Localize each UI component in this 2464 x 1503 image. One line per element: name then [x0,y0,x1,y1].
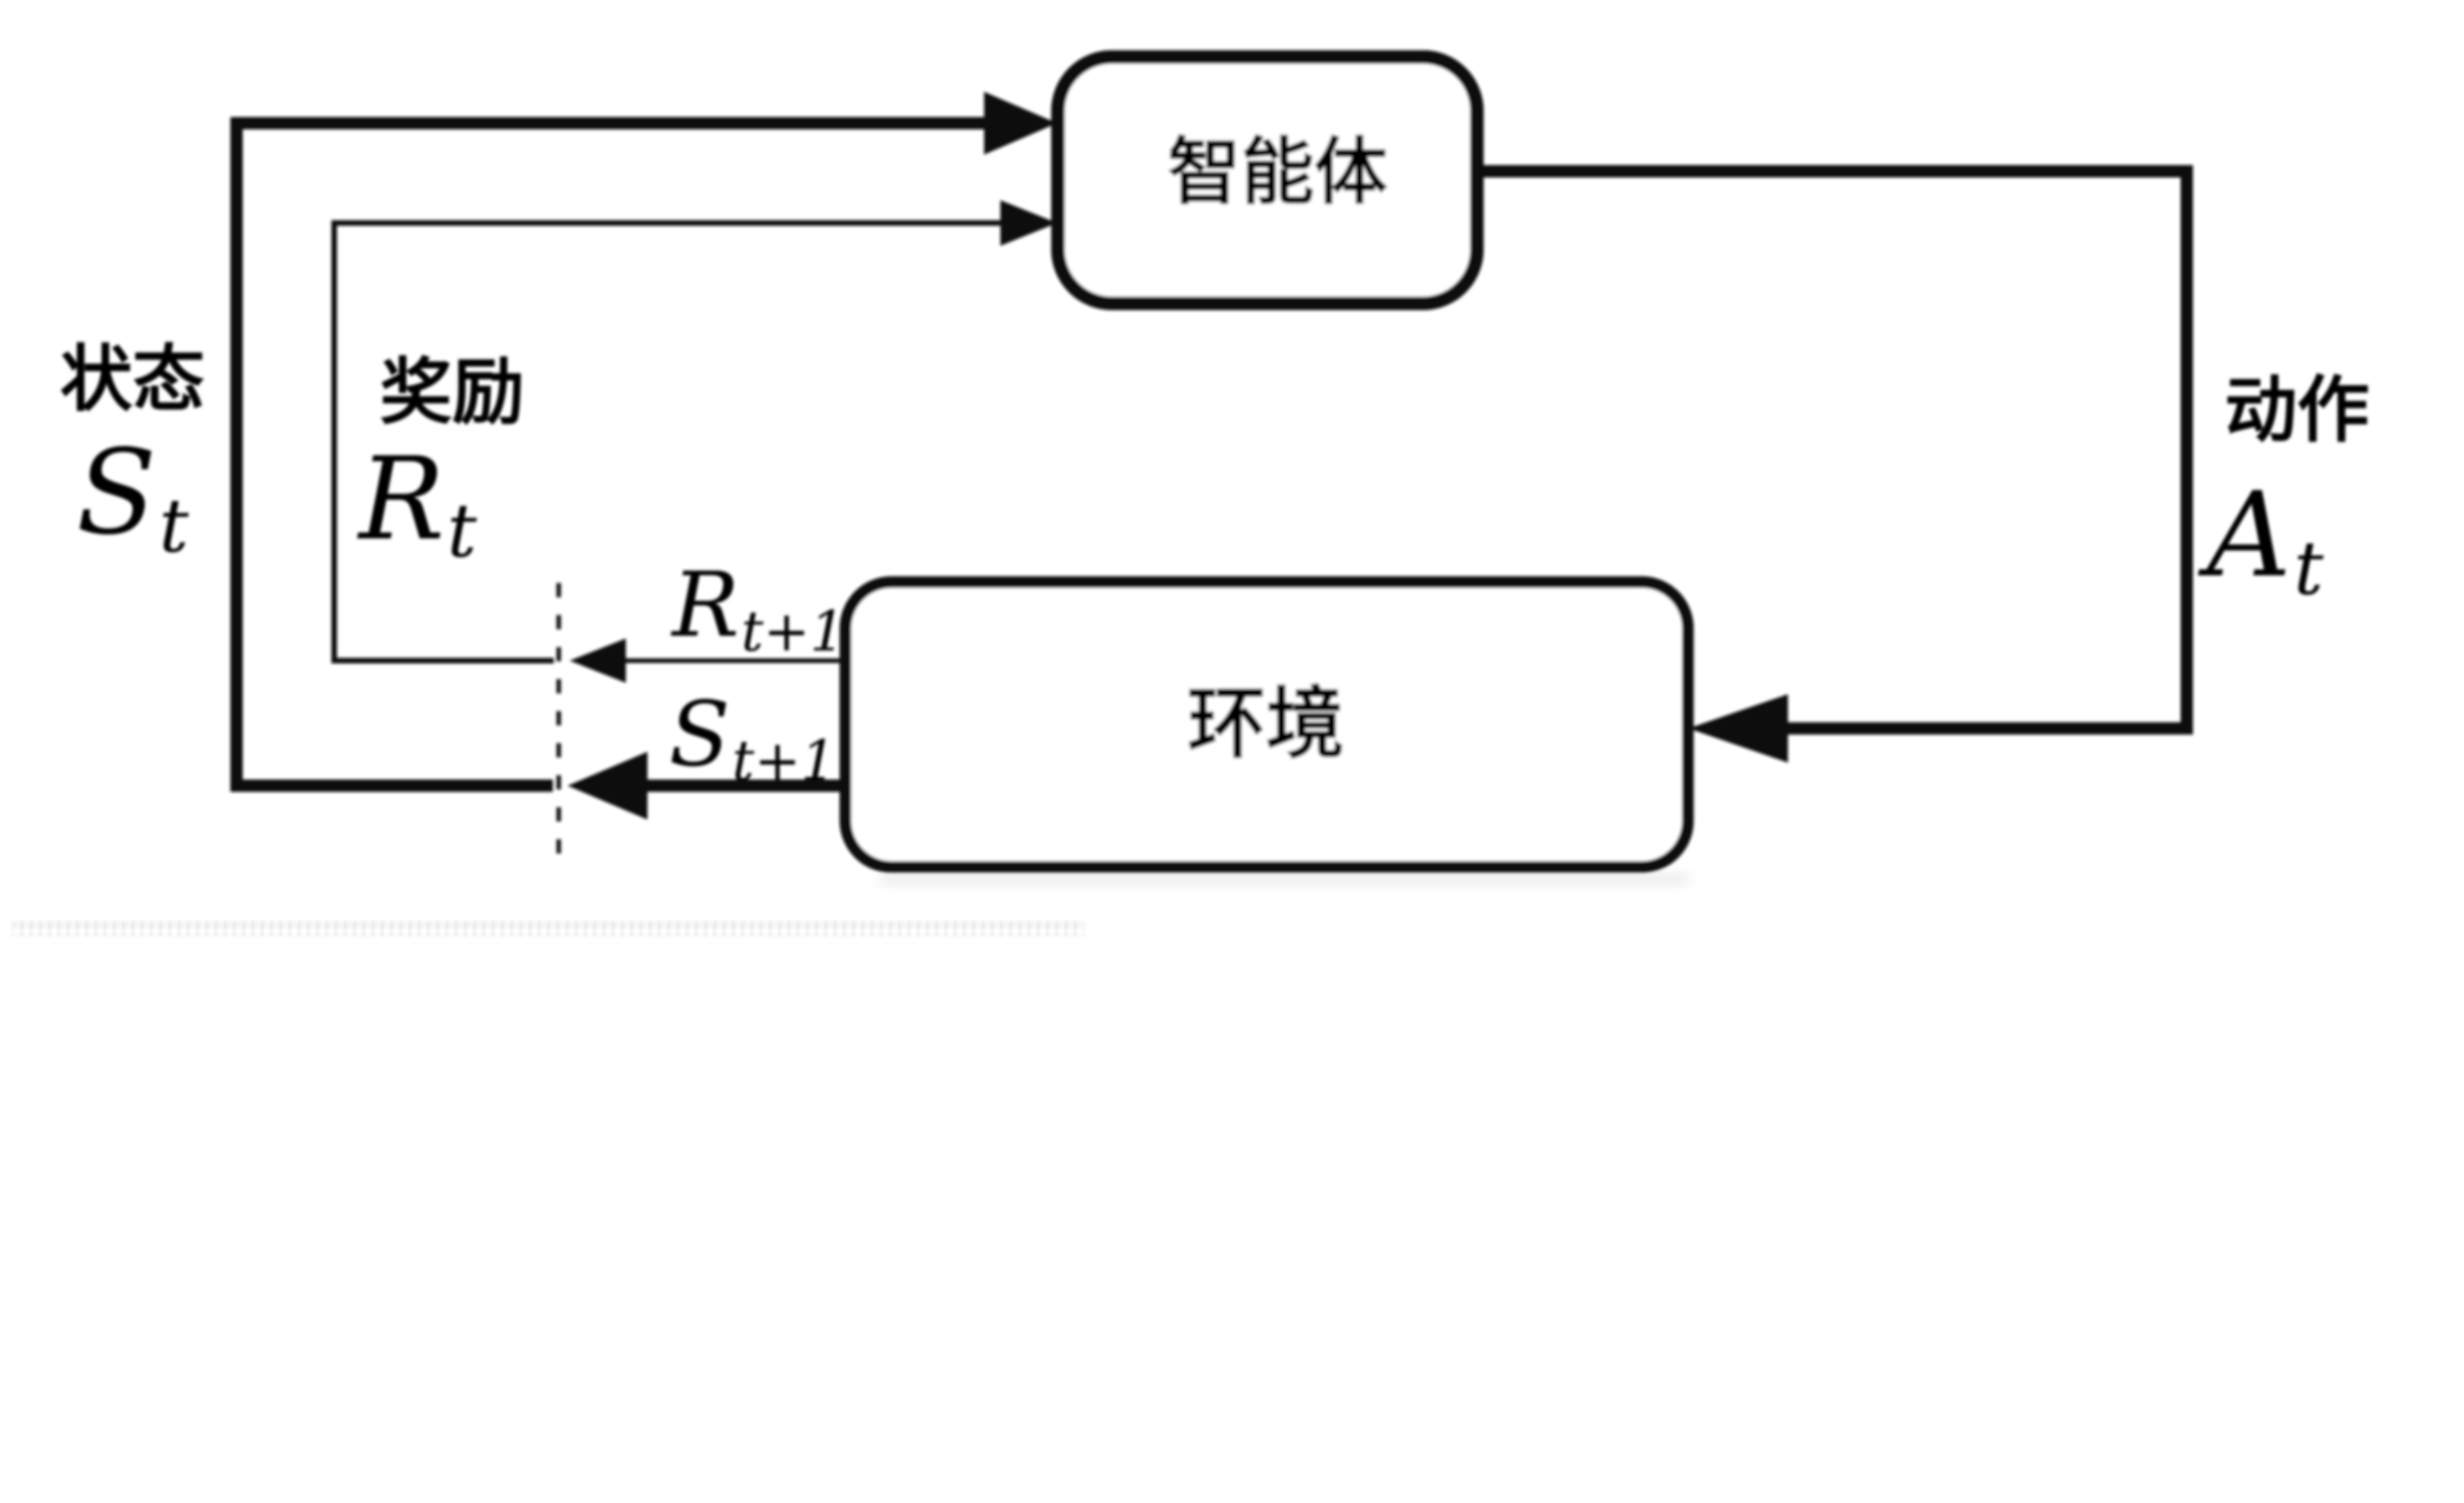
action-symbol-letter: A [2197,468,2292,604]
next-reward-symbol: Rt+1 [671,553,845,664]
action-loop-line [1475,165,2193,735]
action-symbol-subscript: t [2294,526,2324,612]
rl-agent-environment-diagram: 智能体 环境 状态 St 奖励 Rt 动作 At Rt+1 St+1 [12,50,2370,936]
next-reward-arrowhead-icon [570,638,626,683]
next-state-arrowhead-icon [567,752,648,820]
state-symbol-letter: S [76,425,157,561]
agent-box-label: 智能体 [1167,129,1388,215]
scan-noise-strip [12,921,1084,936]
agent-box [1051,50,1484,310]
state-loop-line [230,117,991,792]
action-symbol: At [2197,468,2324,612]
next-reward-symbol-subscript: t+1 [741,599,845,664]
scan-shadow-artifact [881,874,1688,885]
environment-box-label: 环境 [1187,677,1344,770]
state-symbol-subscript: t [159,483,189,569]
reward-symbol-subscript: t [447,488,477,574]
reward-into-agent-arrowhead-icon [1000,200,1057,246]
state-symbol: St [76,425,189,569]
state-into-agent-arrowhead-icon [984,92,1057,155]
action-into-environment-arrowhead-icon [1688,694,1788,763]
diagram-canvas: 智能体 环境 状态 St 奖励 Rt 动作 At Rt+1 St+1 [12,50,2370,936]
reward-label: 奖励 [380,349,525,435]
environment-box [839,576,1694,873]
next-state-symbol-letter: S [669,683,730,786]
reward-symbol-letter: R [357,433,445,566]
reward-symbol: Rt [357,433,477,574]
next-state-symbol: St+1 [669,683,836,793]
action-label: 动作 [2224,367,2369,452]
reward-loop-line [331,220,1004,664]
next-state-symbol-subscript: t+1 [732,729,836,793]
next-reward-symbol-letter: R [671,553,739,657]
state-label: 状态 [60,336,205,421]
